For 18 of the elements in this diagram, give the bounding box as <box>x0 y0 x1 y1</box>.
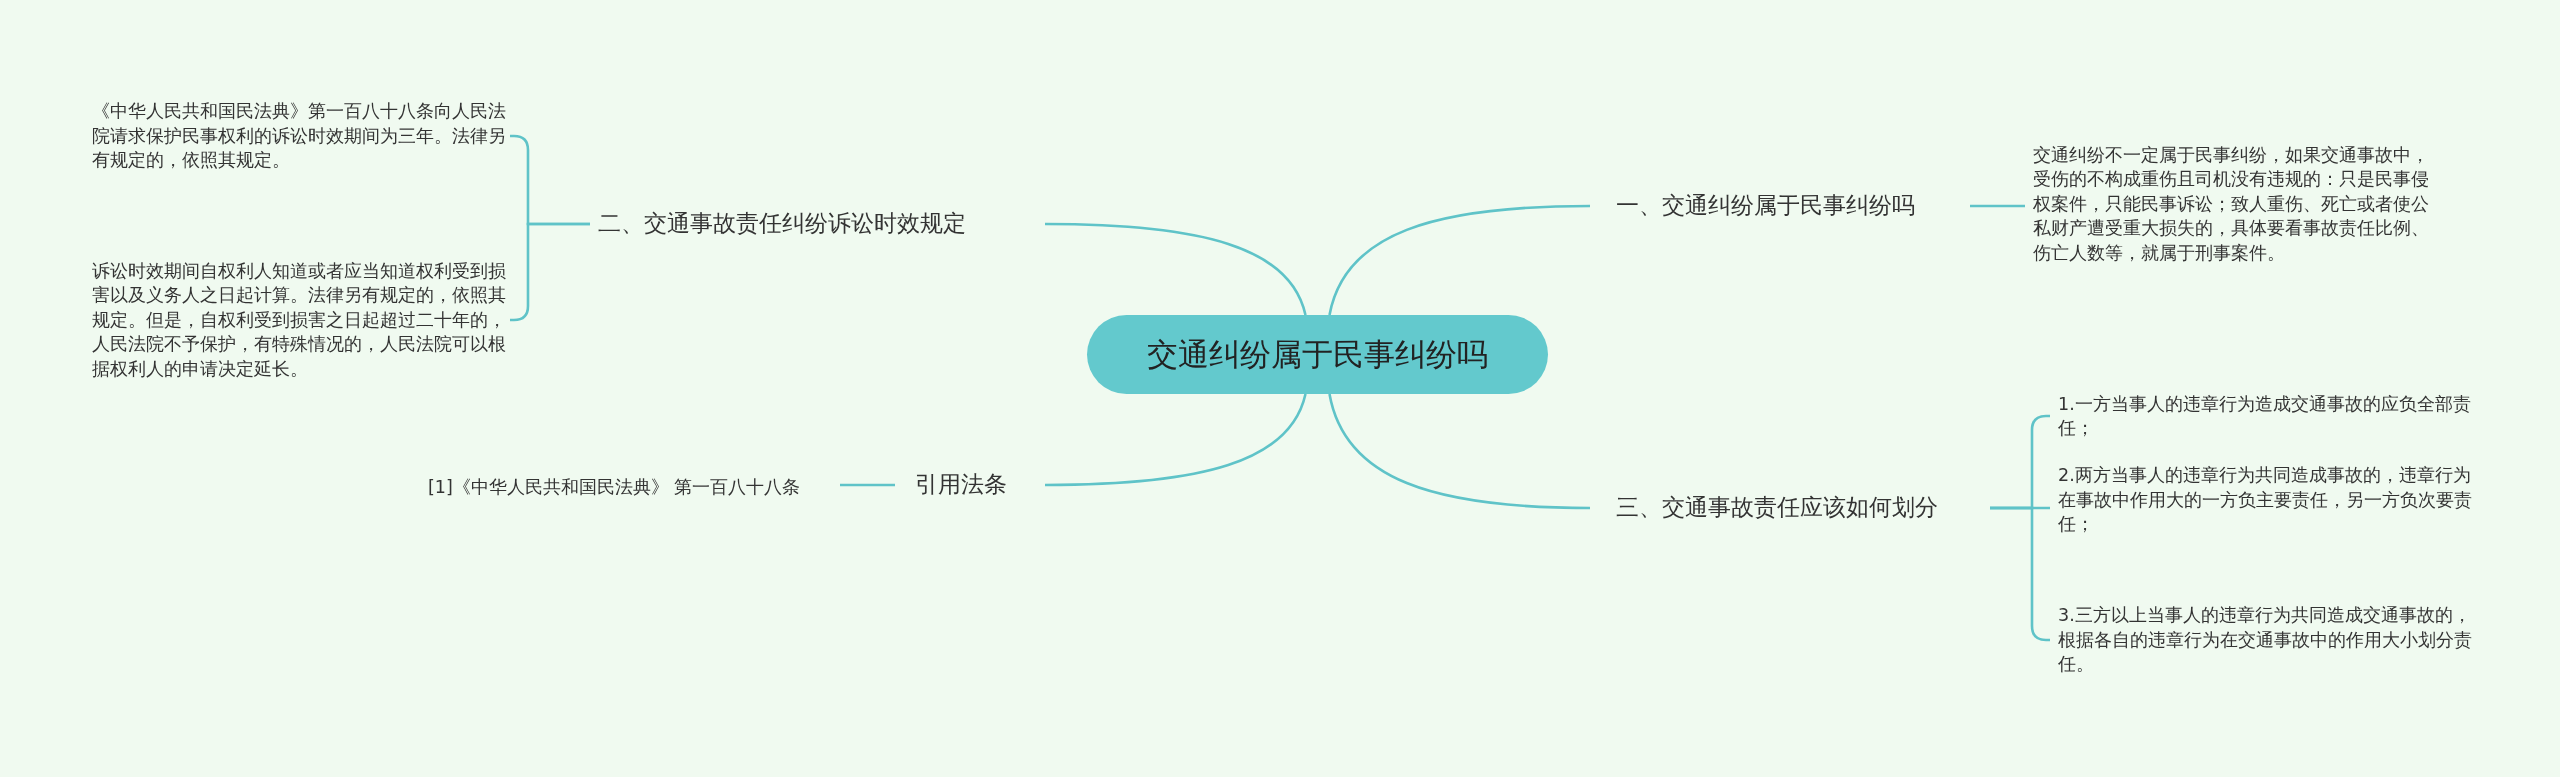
note-text: 2.两方当事人的违章行为共同造成事故的，违章行为在事故中作用大的一方负主要责任，另一方负次要责任； <box>2058 464 2473 537</box>
note-text: 诉讼时效期间自权利人知道或者应当知道权利受到损害以及义务人之日起计算。法律另有规定的，依照其规定。但是，自权利受到损害之日起超过二十年的，人民法院不予保护，有特殊情况的，人民法院可以根据权利人的申请决定延长。 <box>92 259 507 381</box>
note-text: 3.三方以上当事人的违章行为共同造成交通事故的，根据各自的违章行为在交通事故中的作用大小划分责任。 <box>2058 604 2473 677</box>
connector-line <box>1045 393 1307 487</box>
connector-line <box>1328 393 1590 510</box>
branch-topic: 二、交通事故责任纠纷诉讼时效规定 <box>598 209 967 239</box>
note-text: 交通纠纷不一定属于民事纠纷，如果交通事故中，受伤的不构成重伤且司机没有违规的：只是民事侵权案件，只能民事诉讼；致人重伤、死亡或者使公私财产遭受重大损失的，具体要看事故责任比例、伤亡人数等，就属于刑事案件。 <box>2033 143 2430 265</box>
connector-line <box>1970 204 2025 208</box>
branch-topic: 一、交通纠纷属于民事纠纷吗 <box>1616 191 1915 221</box>
note-text: 《中华人民共和国民法典》第一百八十八条向人民法院请求保护民事权利的诉讼时效期间为三年。法律另有规定的，依照其规定。 <box>92 100 507 173</box>
connector-line <box>1045 222 1307 316</box>
central-topic: 交通纠纷属于民事纠纷吗 <box>1087 315 1548 394</box>
note-text: 1.一方当事人的违章行为造成交通事故的应负全部责任； <box>2058 392 2472 440</box>
connector-line <box>840 483 895 487</box>
branch-topic: 三、交通事故责任应该如何划分 <box>1616 493 1938 523</box>
branch-topic: 引用法条 <box>915 470 1007 500</box>
connector-line <box>1328 204 1591 316</box>
note-text: [1]《中华人民共和国民法典》 第一百八十八条 <box>428 475 801 499</box>
